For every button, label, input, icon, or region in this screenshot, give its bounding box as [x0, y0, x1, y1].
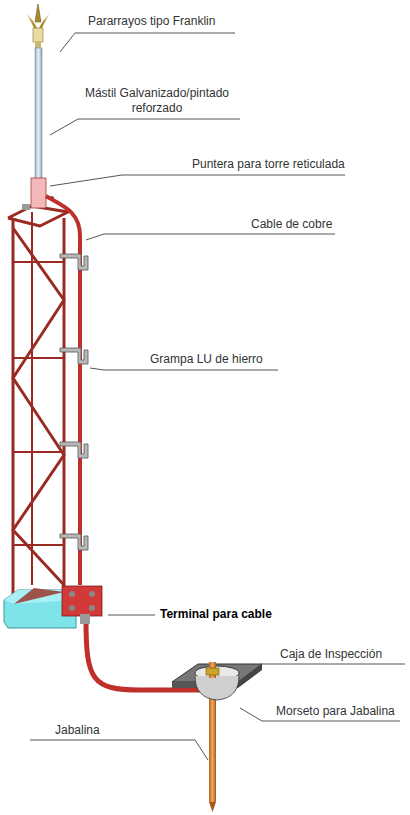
- lattice-tower: [8, 206, 68, 600]
- franklin-tip: [27, 4, 49, 48]
- part-label: Cable de cobre: [251, 217, 332, 232]
- part-label: Caja de Inspección: [280, 647, 382, 662]
- part-label: Mástil Galvanizado/pintado reforzado: [82, 86, 232, 116]
- mast: [35, 48, 42, 198]
- tower-cap: [22, 178, 54, 210]
- part-label: Jabalina: [55, 723, 100, 738]
- lu-clamps: [60, 254, 88, 550]
- part-label: Grampa LU de hierro: [150, 352, 263, 367]
- cable-terminal: [62, 586, 102, 624]
- ground-rod: [209, 698, 216, 802]
- leader-lines: [30, 33, 405, 760]
- part-label: Terminal para cable: [160, 607, 272, 622]
- part-label: Puntera para torre reticulada: [192, 157, 345, 172]
- inspection-box: [172, 662, 262, 700]
- part-label: Pararrayos tipo Franklin: [88, 14, 215, 29]
- part-label: Morseto para Jabalina: [276, 704, 395, 719]
